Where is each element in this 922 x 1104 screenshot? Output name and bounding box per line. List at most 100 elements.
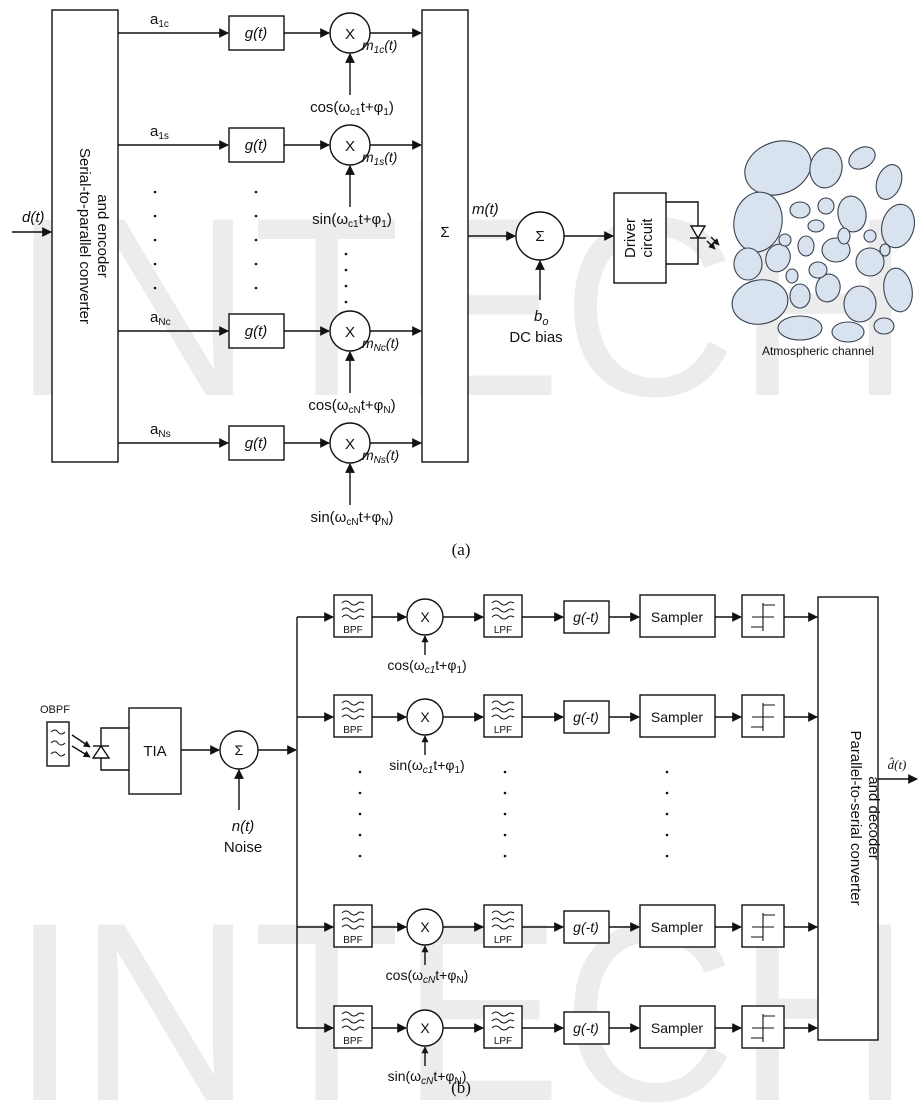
sum-output-label: m(t) <box>472 201 499 218</box>
lpf-wave-icon <box>491 924 515 930</box>
coef-sub: Ns <box>158 429 170 440</box>
coef-label: a1c <box>150 11 169 30</box>
turbulence-cell <box>785 268 799 284</box>
carrier-end: ) <box>464 967 469 983</box>
mixer-symbol: X <box>420 919 430 935</box>
ellipsis-dot <box>254 262 258 266</box>
ellipsis-dot <box>665 854 669 858</box>
turbulence-cell <box>883 267 913 313</box>
turbulence-cell <box>817 197 835 215</box>
carrier-phase-sub: 1 <box>381 219 387 230</box>
lpf-wave-icon <box>491 1011 515 1017</box>
panel-b-receiver: OBPF TIA Σ n(t) Noise BPFXcos(ωc1t+φ1)LP… <box>40 594 918 1097</box>
branch-output-main: m <box>362 37 374 53</box>
lpf-wave-icon <box>491 700 515 706</box>
bpf-wave-icon <box>341 924 365 930</box>
turbulence-cell <box>855 247 885 277</box>
carrier-sub: cN <box>423 975 436 986</box>
carrier-sub: cN <box>346 517 358 528</box>
pulse-shaper-label: g(t) <box>245 137 268 154</box>
bandpass-filter <box>333 694 373 738</box>
coef-label: a1s <box>150 123 169 142</box>
sampler <box>639 1005 716 1049</box>
optical-bandpass-filter <box>46 721 70 767</box>
turbulence-cell <box>789 201 811 219</box>
obpf-wave-icon <box>50 729 66 757</box>
branch-output-tail: (t) <box>386 447 399 463</box>
mixer-symbol: X <box>420 709 430 725</box>
ellipsis-dot <box>344 284 348 288</box>
branch-output-main: m <box>362 335 374 351</box>
decoder-label-line1: Parallel-to-serial converter <box>847 730 864 905</box>
coef-label: aNs <box>150 421 171 440</box>
threshold-step-icon <box>751 703 775 731</box>
carrier-phase-sub: 1 <box>383 107 389 118</box>
bpf-wave-icon <box>341 1011 365 1017</box>
carrier-label: cos(ωc1t+φ1) <box>310 99 394 118</box>
driver-label-line1: Driver <box>622 218 639 258</box>
carrier-sub: c1 <box>350 107 361 118</box>
lpf-wave-icon <box>491 614 515 620</box>
carrier-label: cos(ωc1t+φ1) <box>387 657 466 676</box>
dc-bias-label: DC bias <box>509 329 562 346</box>
subcarrier-sum-block <box>421 9 469 463</box>
bpf-wave-icon <box>341 714 365 720</box>
coef-sub: 1c <box>158 19 169 30</box>
bpf-wave-icon <box>341 700 365 706</box>
threshold-step-icon <box>751 913 775 941</box>
photodiode-icon <box>71 727 129 771</box>
branch-output-sub: 1c <box>374 45 385 56</box>
mixer-symbol: X <box>345 324 355 341</box>
pulse-shaper <box>228 425 285 461</box>
branch-output-label: mNc(t) <box>362 335 399 354</box>
carrier-mid: t+φ <box>361 99 384 116</box>
bpf-wave-icon <box>341 1025 365 1031</box>
branch-output-label: mNs(t) <box>362 447 399 466</box>
coef-sub: Nc <box>158 317 170 328</box>
turbulence-cell <box>807 219 825 233</box>
noise-summer-symbol: Σ <box>235 742 244 758</box>
lpf-wave-icon <box>491 1025 515 1031</box>
mixer-symbol: X <box>345 138 355 155</box>
ellipsis-dot <box>503 791 507 795</box>
coef-main: a <box>150 309 159 326</box>
driver-label: Driver circuit <box>622 218 656 258</box>
ellipsis-dot <box>153 214 157 218</box>
carrier-mid: t+φ <box>433 757 454 773</box>
matched-filter-label: g(-t) <box>573 919 599 935</box>
lowpass-filter <box>483 1005 523 1049</box>
carrier-mid: t+φ <box>361 397 384 414</box>
turbulence-cell <box>744 140 812 196</box>
ellipsis-dot <box>503 833 507 837</box>
carrier-end: ) <box>389 509 394 526</box>
turbulence-cell <box>875 164 903 200</box>
carrier-fn: cos(ω <box>308 397 348 414</box>
carrier-label: sin(ωcNt+φN) <box>388 1068 467 1087</box>
lpf-wave-icon <box>491 917 515 923</box>
subcarrier-sum-symbol: Σ <box>440 224 449 241</box>
mixer-symbol: X <box>420 1020 430 1036</box>
ellipsis-dot <box>344 252 348 256</box>
bpf-label: BPF <box>343 725 362 736</box>
ellipsis-dot <box>665 833 669 837</box>
matched-filter-label: g(-t) <box>573 709 599 725</box>
turbulence-cell <box>879 243 891 257</box>
carrier-mid: t+φ <box>359 509 382 526</box>
lpf-label: LPF <box>494 1036 512 1047</box>
carrier-fn: cos(ω <box>310 99 350 116</box>
lowpass-filter <box>483 694 523 738</box>
lpf-wave-icon <box>491 714 515 720</box>
carrier-phase-sub: 1 <box>454 765 460 776</box>
bpf-label: BPF <box>343 625 362 636</box>
ellipsis-dot <box>254 286 258 290</box>
branch-output-sub: 1s <box>374 157 385 168</box>
input-label: d(t) <box>22 209 45 226</box>
branch-output-label: m1c(t) <box>362 37 397 56</box>
branch-ellipsis-dots <box>153 190 348 304</box>
ellipsis-dot <box>153 286 157 290</box>
ellipsis-dot <box>358 791 362 795</box>
